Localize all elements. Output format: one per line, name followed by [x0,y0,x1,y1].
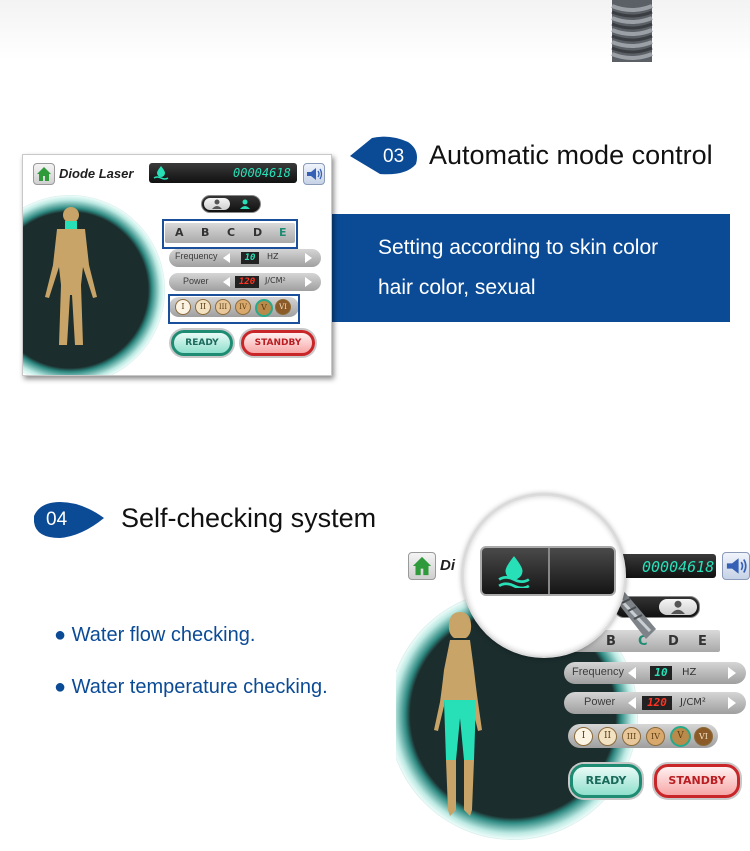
banner-line-2: hair color, sexual [378,276,536,299]
water-drop-icon [498,556,530,588]
bullet-text: Water flow checking. [71,624,256,646]
skin-type-1[interactable]: I [175,299,191,315]
bullet-water-flow: ● Water flow checking. [54,624,256,646]
section-badge-04 [34,502,104,538]
skin-type-5[interactable]: V [670,726,691,747]
shot-counter: 00004618 [233,166,291,180]
section-badge-03 [350,136,417,175]
frequency-label: Frequency [572,666,624,678]
skin-type-6[interactable]: VI [694,727,713,746]
standby-button[interactable]: STANDBY [241,330,315,356]
letter-d[interactable]: D [668,634,679,649]
power-unit: J/CM² [680,697,706,708]
skin-type-3[interactable]: III [622,727,641,746]
speaker-icon [726,558,747,574]
female-body-icon[interactable] [432,610,488,820]
frequency-increase-button[interactable] [728,667,736,679]
app-title: Di [440,557,455,574]
skin-type-6[interactable]: VI [275,299,291,315]
power-unit: J/CM² [265,276,286,285]
power-increase-button[interactable] [728,697,736,709]
skin-type-3[interactable]: III [215,299,231,315]
skin-type-4[interactable]: IV [235,299,251,315]
frequency-increase-button[interactable] [305,253,312,263]
power-decrease-button[interactable] [628,697,636,709]
section-heading-03: Automatic mode control [429,140,713,170]
home-icon [37,167,51,181]
skin-type-5[interactable]: V [255,299,273,317]
speaker-button[interactable] [303,163,325,185]
frequency-value: 10 [241,252,259,264]
magnified-divider [548,548,550,594]
magnifier-icon [462,494,626,658]
app-title: Diode Laser [59,166,134,181]
frequency-unit: HZ [682,667,697,678]
highlight-box-letters [162,219,298,249]
highlight-box-skin [168,294,300,324]
letter-d[interactable]: D [253,226,263,239]
power-label: Power [584,696,616,708]
shot-counter: 00004618 [642,558,715,576]
letter-a[interactable]: A [175,226,184,239]
ready-button[interactable]: READY [570,764,642,798]
power-increase-button[interactable] [305,277,312,287]
skin-type-1[interactable]: I [574,727,593,746]
male-body-icon[interactable] [39,205,103,349]
skin-type-selector [568,724,718,748]
frequency-row: Frequency 10 HZ [564,662,746,684]
bullet-text: Water temperature checking. [71,676,328,698]
speaker-button[interactable] [722,552,750,580]
skin-type-2[interactable]: II [598,727,617,746]
hair-color-selector[interactable]: A B C D E [165,223,295,243]
water-icon [153,166,169,180]
skin-type-2[interactable]: II [195,299,211,315]
section-number-04: 04 [46,509,68,530]
power-value: 120 [235,276,259,288]
handpiece-hose-image [611,0,653,62]
home-button[interactable] [408,552,436,580]
standby-button[interactable]: STANDBY [654,764,740,798]
letter-e[interactable]: E [279,226,287,239]
section-heading-04: Self-checking system [121,503,377,533]
control-panel-screenshot-1: Diode Laser 00004618 A B C D E Frequency [22,154,332,376]
counter-bar [149,163,297,183]
skin-type-4[interactable]: IV [646,727,665,746]
power-row: Power 120 J/CM² [564,692,746,714]
letter-b[interactable]: B [606,634,616,649]
power-row: Power 120 J/CM² [169,273,321,291]
user-icon [671,600,685,614]
user-icon [212,199,222,209]
home-icon [412,556,432,576]
section-number-03: 03 [383,146,405,167]
letter-e[interactable]: E [698,634,707,649]
frequency-label: Frequency [175,251,218,261]
control-panel-screenshot-2: Di 00004618 A B C D E Frequency 10 HZ Po… [396,540,750,851]
power-decrease-button[interactable] [223,277,230,287]
bullet-water-temperature: ● Water temperature checking. [54,676,328,698]
letter-c[interactable]: C [227,226,236,239]
magnified-water-status [480,546,616,596]
frequency-unit: HZ [267,252,279,261]
speaker-icon [307,168,323,180]
banner-line-1: Setting according to skin color [378,236,659,259]
power-label: Power [183,276,209,286]
user-icon [240,199,250,209]
frequency-decrease-button[interactable] [223,253,230,263]
frequency-decrease-button[interactable] [628,667,636,679]
frequency-row: Frequency 10 HZ [169,249,321,267]
ready-button[interactable]: READY [171,330,233,356]
power-value: 120 [642,696,672,710]
home-button[interactable] [33,163,55,185]
feature-banner: Setting according to skin color hair col… [330,214,730,322]
letter-b[interactable]: B [201,226,210,239]
gender-toggle[interactable] [201,195,261,213]
frequency-value: 10 [650,666,672,680]
letter-c[interactable]: C [638,634,648,649]
